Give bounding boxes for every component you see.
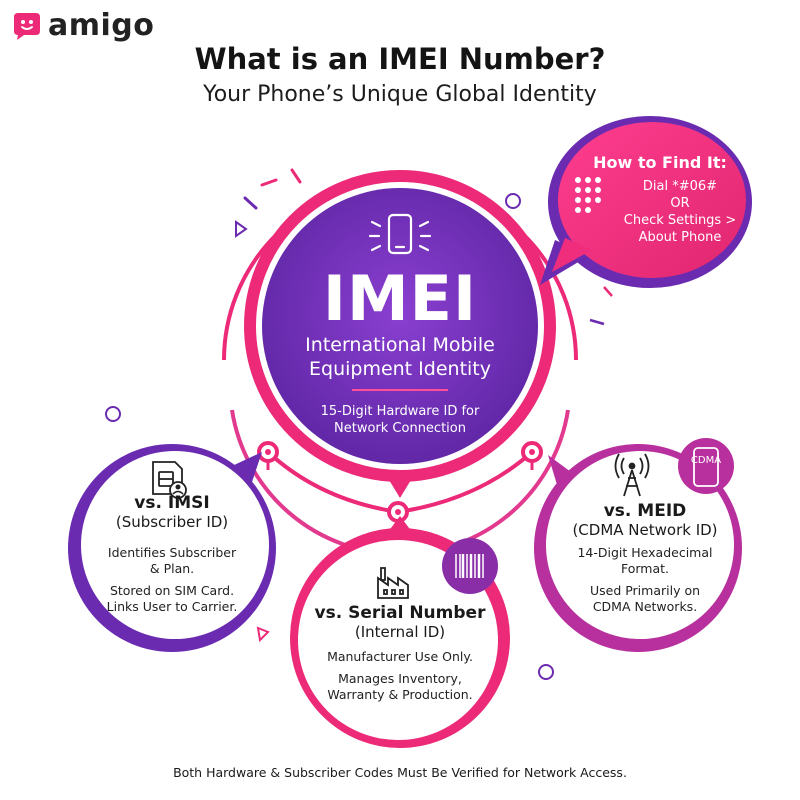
imei-full-name-line-1: International Mobile <box>305 334 495 356</box>
user-icon <box>169 481 187 499</box>
meid-body: 14-Digit Hexadecimal Format. Used Primar… <box>545 545 745 615</box>
imsi-line-2: & Plan. <box>149 561 195 576</box>
imei-desc-line-1: 15-Digit Hardware ID for <box>320 404 480 419</box>
serial-line-3: Warranty & Production. <box>327 687 473 702</box>
serial-heading: vs. Serial Number <box>314 603 486 623</box>
decorations <box>105 168 613 680</box>
page-subtitle: Your Phone’s Unique Global Identity <box>203 82 597 107</box>
find-line-1: Dial *#06# <box>642 179 718 194</box>
serial-subheading: (Internal ID) <box>354 623 446 641</box>
barcode-badge <box>442 538 498 594</box>
imei-circle <box>262 188 538 464</box>
factory-icon <box>377 567 409 599</box>
sim-card-icon <box>152 461 183 495</box>
footer-note: Both Hardware & Subscriber Codes Must Be… <box>173 765 627 780</box>
imei-description: 15-Digit Hardware ID for Network Connect… <box>270 403 530 437</box>
meid-line-3: Used Primarily on <box>589 583 701 598</box>
serial-body: Manufacturer Use Only. Manages Inventory… <box>300 649 500 703</box>
cell-tower-icon <box>614 453 650 497</box>
imei-full-name-line-2: Equipment Identity <box>309 358 491 380</box>
meid-line-4: CDMA Networks. <box>592 599 698 614</box>
meid-line-1: 14-Digit Hexadecimal <box>577 545 713 560</box>
how-to-find-bubble <box>540 116 752 288</box>
page-title: What is an IMEI Number? <box>194 42 606 76</box>
imsi-line-1: Identifies Subscriber <box>107 545 237 560</box>
find-title: How to Find It: <box>593 153 727 172</box>
serial-line-1: Manufacturer Use Only. <box>327 649 473 664</box>
phone-icon <box>368 213 432 255</box>
brand-logo: amigo <box>12 8 154 43</box>
imsi-heading-block: vs. IMSI (Subscriber ID) <box>72 493 272 531</box>
smile-chat-icon <box>14 12 40 40</box>
meid-heading-block: vs. MEID (CDMA Network ID) <box>545 501 745 539</box>
imsi-subheading: (Subscriber ID) <box>115 513 229 531</box>
imsi-line-3: Stored on SIM Card. <box>109 583 235 598</box>
imei-full-name: International Mobile Equipment Identity <box>270 333 530 381</box>
cdma-badge-label: CDMA <box>690 455 722 466</box>
keypad-icon <box>575 177 601 213</box>
imsi-body: Identifies Subscriber & Plan. Stored on … <box>72 545 272 615</box>
brand-name: amigo <box>48 8 155 43</box>
meid-circle <box>534 444 742 652</box>
imsi-circle <box>68 444 276 652</box>
cdma-badge-shape <box>678 438 734 494</box>
serial-line-2: Manages Inventory, <box>338 671 462 686</box>
meid-heading: vs. MEID <box>603 501 687 521</box>
meid-subheading: (CDMA Network ID) <box>572 521 718 539</box>
find-line-4: About Phone <box>638 230 722 245</box>
imsi-heading: vs. IMSI <box>134 493 210 513</box>
find-instructions: Dial *#06# OR Check Settings > About Pho… <box>585 178 775 246</box>
find-line-3: Check Settings > <box>623 213 737 228</box>
imsi-line-4: Links User to Carrier. <box>106 599 238 614</box>
find-line-2: OR <box>670 196 690 211</box>
meid-line-2: Format. <box>620 561 670 576</box>
serial-heading-block: vs. Serial Number (Internal ID) <box>300 603 500 641</box>
imei-desc-line-2: Network Connection <box>334 421 466 436</box>
imei-acronym: IMEI <box>322 262 478 335</box>
